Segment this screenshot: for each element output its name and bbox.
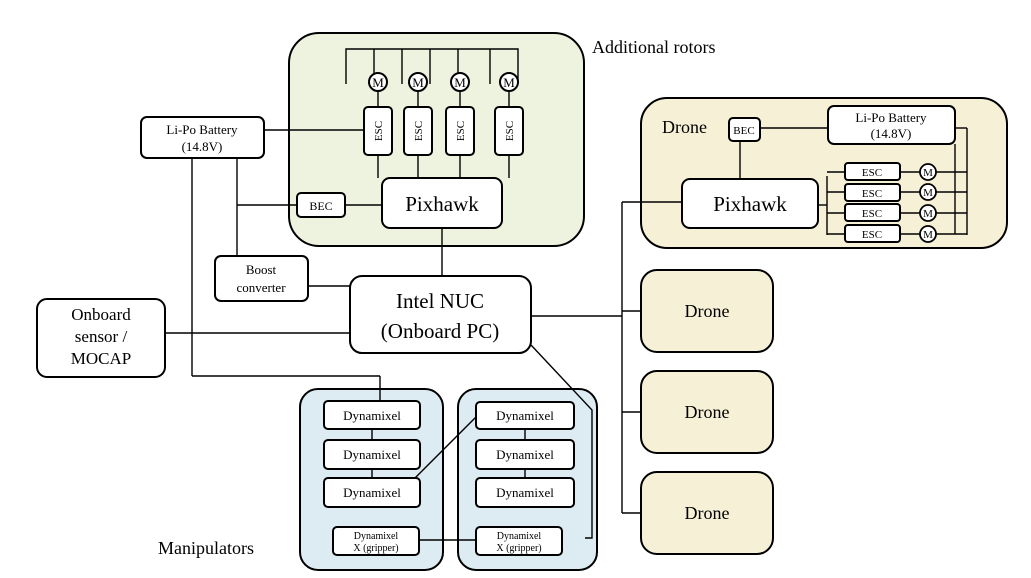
drone-esc: ESC [844,203,901,222]
svg-text:M: M [503,75,515,90]
svg-text:BEC: BEC [309,199,332,213]
drone-box: Drone [640,471,774,555]
svg-text:Dynamixel: Dynamixel [343,447,401,462]
rotor-esc: ESC [494,106,524,156]
svg-text:Dynamixel: Dynamixel [496,408,554,423]
dynamixel-box: Dynamixel [475,439,575,470]
bec-rotors: BEC [296,192,346,218]
manipulators-label: Manipulators [158,538,254,558]
svg-text:Li-Po Battery: Li-Po Battery [166,122,238,137]
svg-text:Dynamixel: Dynamixel [354,531,399,542]
svg-text:X (gripper): X (gripper) [496,543,541,554]
svg-text:Li-Po Battery: Li-Po Battery [855,110,927,125]
svg-text:Dynamixel: Dynamixel [343,408,401,423]
svg-text:converter: converter [236,280,286,295]
svg-text:sensor /: sensor / [75,327,128,346]
pixhawk-rotors: Pixhawk [381,177,503,229]
svg-text:Pixhawk: Pixhawk [405,192,479,216]
svg-text:(14.8V): (14.8V) [182,139,223,154]
svg-text:ESC: ESC [413,121,425,141]
svg-text:ESC: ESC [455,121,467,141]
svg-text:M: M [372,75,384,90]
intel-nuc-onboard-pc: Intel NUC (Onboard PC) [349,275,532,354]
drone-esc: ESC [844,224,901,243]
dynamixel-box: Dynamixel [475,477,575,508]
svg-text:(Onboard PC): (Onboard PC) [381,319,499,343]
dynamixel-gripper: Dynamixel X (gripper) [332,526,420,556]
svg-text:Dynamixel: Dynamixel [496,447,554,462]
svg-text:Dynamixel: Dynamixel [496,485,554,500]
svg-text:M: M [454,75,466,90]
drone-esc: ESC [844,183,901,202]
rotor-motor: M [499,72,519,92]
dynamixel-box: Dynamixel [475,401,575,430]
drone-esc: ESC [844,162,901,181]
svg-text:Drone: Drone [685,301,730,321]
svg-text:X (gripper): X (gripper) [353,543,398,554]
svg-text:ESC: ESC [862,188,882,200]
drone-motor: M [919,204,937,222]
boost-converter: Boost converter [214,255,309,302]
additional-rotors-label: Additional rotors [592,37,716,57]
pixhawk-drone: Pixhawk [681,178,819,229]
dynamixel-gripper: Dynamixel X (gripper) [475,526,563,556]
svg-text:Drone: Drone [685,503,730,523]
svg-text:Onboard: Onboard [71,305,131,324]
svg-text:Dynamixel: Dynamixel [497,531,542,542]
svg-text:BEC: BEC [733,125,754,137]
rotor-esc: ESC [445,106,475,156]
svg-text:Drone: Drone [685,402,730,422]
bec-drone: BEC [728,117,761,142]
svg-text:Boost: Boost [246,262,277,277]
svg-text:Intel NUC: Intel NUC [396,289,484,313]
drone-motor: M [919,225,937,243]
rotor-esc: ESC [403,106,433,156]
rotor-motor: M [450,72,470,92]
svg-text:ESC: ESC [373,121,385,141]
svg-text:M: M [923,208,933,220]
rotor-motor: M [408,72,428,92]
svg-text:M: M [412,75,424,90]
drone-box: Drone [640,269,774,353]
svg-text:M: M [923,187,933,199]
dynamixel-box: Dynamixel [323,400,421,430]
drone-group-label: Drone [662,117,707,137]
svg-text:ESC: ESC [504,121,516,141]
drone-motor: M [919,183,937,201]
onboard-sensor-mocap: Onboard sensor / MOCAP [36,298,166,378]
svg-text:ESC: ESC [862,167,882,179]
svg-text:ESC: ESC [862,229,882,241]
drone-motor: M [919,163,937,181]
svg-text:M: M [923,229,933,241]
svg-text:Dynamixel: Dynamixel [343,485,401,500]
lipo-battery-left: Li-Po Battery (14.8V) [140,116,265,159]
dynamixel-box: Dynamixel [323,439,421,470]
lipo-battery-right: Li-Po Battery (14.8V) [827,105,956,145]
rotor-esc: ESC [363,106,393,156]
svg-text:ESC: ESC [862,208,882,220]
svg-text:M: M [923,167,933,179]
dynamixel-box: Dynamixel [323,477,421,508]
drone-box: Drone [640,370,774,454]
svg-text:Pixhawk: Pixhawk [713,192,787,216]
svg-text:(14.8V): (14.8V) [871,126,912,141]
rotor-motor: M [368,72,388,92]
svg-text:MOCAP: MOCAP [71,349,131,368]
